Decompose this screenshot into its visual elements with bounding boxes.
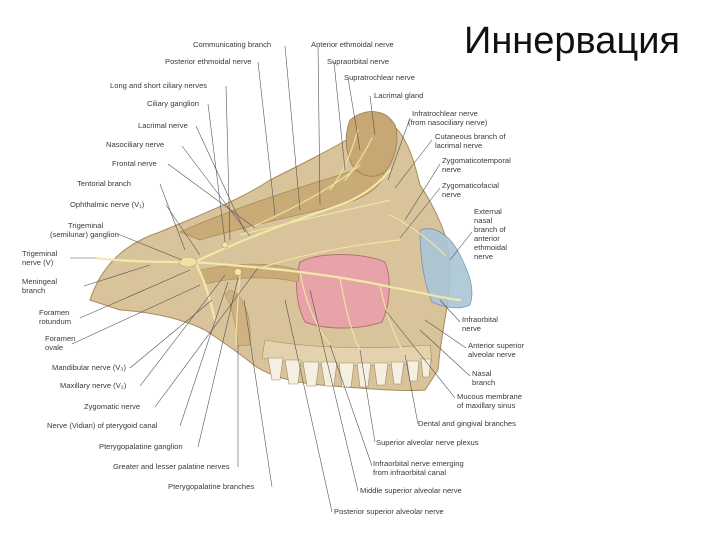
label-posterior-superior-alveolar: Posterior superior alveolar nerve — [334, 507, 444, 516]
label-middle-superior-alveolar: Middle superior alveolar nerve — [360, 486, 462, 495]
label-ophthalmic-nerve: Ophthalmic nerve (V₁) — [70, 200, 145, 209]
right-leader-lines — [284, 45, 473, 513]
label-foramen-ovale-1: Foramen — [45, 334, 75, 343]
left-labels: Communicating branch Posterior ethmoidal… — [22, 40, 271, 491]
lacrimal-nerve — [239, 199, 391, 236]
label-posterior-ethmoidal-nerve: Posterior ethmoidal nerve — [165, 57, 252, 66]
label-lacrimal-nerve: Lacrimal nerve — [138, 121, 188, 130]
label-tentorial-branch: Tentorial branch — [77, 179, 131, 188]
label-trigeminal-nerve-1: Trigeminal — [22, 249, 57, 258]
label-infraorbital-emerging-1: Infraorbital nerve emerging — [373, 459, 464, 468]
label-zygomaticofacial-1: Zygomaticofacial — [442, 181, 499, 190]
label-meningeal-branch-2: branch — [22, 286, 45, 295]
zygomatic-nerve — [259, 239, 401, 269]
label-foramen-rotundum-2: rotundum — [39, 317, 71, 326]
label-mucous-membrane-2: of maxillary sinus — [457, 401, 515, 410]
label-zygomaticotemporal-1: Zygomaticotemporal — [442, 156, 511, 165]
label-pterygopalatine-branches: Pterygopalatine branches — [168, 482, 254, 491]
pterygopalatine-ganglion — [234, 268, 242, 276]
label-foramen-ovale-2: ovale — [45, 343, 63, 352]
label-supraorbital-nerve: Supraorbital nerve — [327, 57, 389, 66]
label-trigeminal-ganglion-1: Trigeminal — [68, 221, 103, 230]
label-external-nasal-6: nerve — [474, 252, 493, 261]
label-cutaneous-lacrimal-2: lacrimal nerve — [435, 141, 482, 150]
label-trigeminal-nerve-2: nerve (V) — [22, 258, 54, 267]
orbital-rim — [345, 111, 398, 177]
nerve-network — [93, 129, 462, 351]
superior-alveolar-plexus — [299, 271, 403, 351]
label-communicating-branch: Communicating branch — [193, 40, 271, 49]
right-labels: Anterior ethmoidal nerve Supraorbital ne… — [311, 40, 525, 516]
mandibular-nerve — [193, 260, 217, 322]
palatine-nerves — [235, 274, 241, 346]
maxillary-nerve — [193, 260, 462, 302]
label-mandibular-nerve: Mandibular nerve (V₃) — [52, 363, 126, 372]
supraorbital-nerve — [329, 129, 359, 191]
label-trigeminal-ganglion-2: (semilunar) ganglion — [50, 230, 119, 239]
label-superior-alveolar-plexus: Superior alveolar nerve plexus — [376, 438, 479, 447]
label-pterygopalatine-ganglion: Pterygopalatine ganglion — [99, 442, 183, 451]
nose-cartilage — [419, 228, 473, 309]
label-anterior-superior-alveolar-1: Anterior superior — [468, 341, 525, 350]
label-external-nasal-2: nasal — [474, 216, 492, 225]
label-zygomaticotemporal-2: nerve — [442, 165, 461, 174]
label-infraorbital-emerging-2: from infraorbital canal — [373, 468, 446, 477]
skull-illustration — [89, 111, 473, 392]
label-infraorbital-nerve-1: Infraorbital — [462, 315, 498, 324]
external-nasal-branch — [389, 214, 446, 256]
label-nasociliary-nerve: Nasociliary nerve — [106, 140, 164, 149]
label-anterior-superior-alveolar-2: alveolar nerve — [468, 350, 516, 359]
left-leader-lines — [70, 45, 301, 488]
label-mucous-membrane-1: Mucous membrane — [457, 392, 522, 401]
ciliary-ganglion — [221, 241, 229, 249]
label-palatine-nerves: Greater and lesser palatine nerves — [113, 462, 230, 471]
label-lacrimal-gland: Lacrimal gland — [374, 91, 423, 100]
slide-title: Иннервация — [464, 20, 681, 62]
label-nasal-branch-1: Nasal — [472, 369, 492, 378]
frontal-nerve — [249, 164, 361, 229]
label-ciliary-ganglion: Ciliary ganglion — [147, 99, 199, 108]
label-external-nasal-3: branch of — [474, 225, 507, 234]
label-meningeal-branch-1: Meningeal — [22, 277, 57, 286]
supratrochlear-nerve — [344, 137, 373, 181]
label-cutaneous-lacrimal-1: Cutaneous branch of — [435, 132, 506, 141]
label-infratrochlear-nerve-1: Infratrochlear nerve — [412, 109, 478, 118]
label-external-nasal-5: ethmoidal — [474, 243, 507, 252]
label-external-nasal-1: External — [474, 207, 502, 216]
label-zygomaticofacial-2: nerve — [442, 190, 461, 199]
label-maxillary-nerve: Maxillary nerve (V₂) — [60, 381, 127, 390]
label-vidian-nerve: Nerve (Vidian) of pterygoid canal — [47, 421, 158, 430]
label-anterior-ethmoidal-nerve: Anterior ethmoidal nerve — [311, 40, 394, 49]
ophthalmic-nerve — [193, 168, 392, 264]
label-nasal-branch-2: branch — [472, 378, 495, 387]
label-dental-gingival-branches: Dental and gingival branches — [418, 419, 516, 428]
label-supratrochlear-nerve: Supratrochlear nerve — [344, 73, 415, 82]
trigeminal-ganglion — [178, 256, 198, 268]
label-infraorbital-nerve-2: nerve — [462, 324, 481, 333]
label-infratrochlear-nerve-2: (from nasociliary nerve) — [408, 118, 488, 127]
label-external-nasal-4: anterior — [474, 234, 500, 243]
label-ciliary-nerves: Long and short ciliary nerves — [110, 81, 207, 90]
label-zygomatic-nerve: Zygomatic nerve — [84, 402, 140, 411]
label-foramen-rotundum-1: Foramen — [39, 308, 69, 317]
label-frontal-nerve: Frontal nerve — [112, 159, 157, 168]
teeth — [267, 357, 432, 388]
